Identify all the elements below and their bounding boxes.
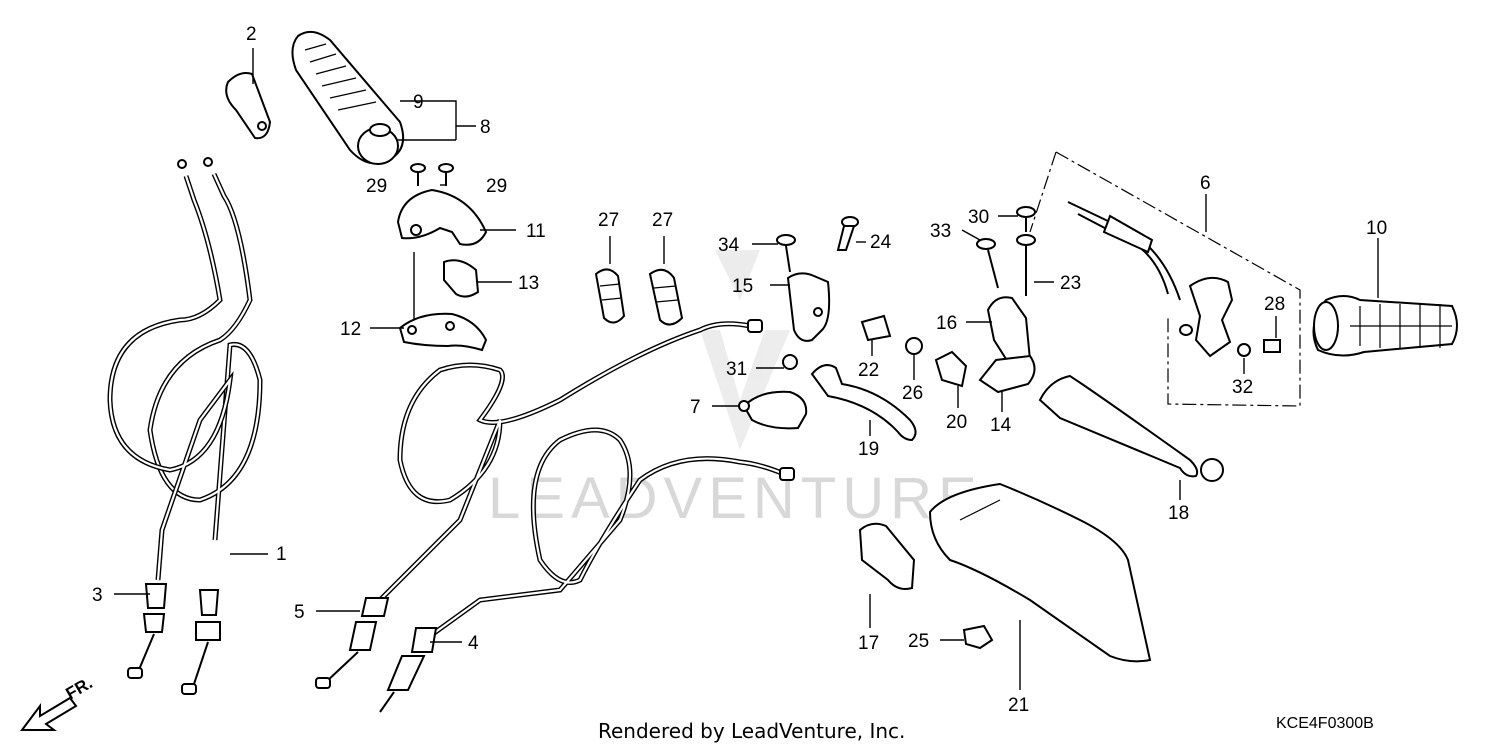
- render-credit: Rendered by LeadVenture, Inc.: [598, 719, 905, 743]
- part-27-clamp-right: [648, 268, 684, 326]
- part-3-throttle-cable: [107, 159, 234, 679]
- part-32-washer: [1237, 343, 1251, 357]
- callout-12: 12: [340, 319, 361, 340]
- callout-29b: 29: [486, 176, 507, 197]
- callout-33: 33: [930, 221, 951, 242]
- leader-lines: [114, 48, 1379, 690]
- part-14-housing: [978, 354, 1036, 394]
- part-29-screw-right: [438, 163, 454, 186]
- part-13-insert: [443, 259, 480, 298]
- part-12-lower-housing: [398, 312, 488, 352]
- callout-1: 1: [276, 544, 287, 565]
- callout-15: 15: [732, 276, 753, 297]
- callout-8: 8: [480, 117, 491, 138]
- part-23-bolt: [1016, 234, 1036, 296]
- part-20-bracket: [934, 350, 968, 388]
- part-6-switch-assembly: [1029, 151, 1301, 407]
- callout-7: 7: [690, 397, 701, 418]
- part-2-cover: [225, 72, 272, 140]
- part-7-switch: [738, 390, 808, 430]
- part-10-grip: [1312, 295, 1458, 357]
- callout-17: 17: [858, 633, 879, 654]
- part-27-clamp-left: [594, 268, 626, 324]
- callout-10: 10: [1366, 218, 1387, 239]
- part-34-bolt: [776, 234, 796, 273]
- callout-6: 6: [1200, 173, 1211, 194]
- part-33-bolt: [976, 238, 999, 289]
- callout-14: 14: [990, 415, 1012, 436]
- part-4-cable: [379, 427, 795, 713]
- callout-26: 26: [902, 383, 923, 404]
- callout-30: 30: [968, 207, 989, 228]
- callout-31: 31: [726, 359, 747, 380]
- callout-labels: 1 2 3 4 5 6 7 8 9 10 11 12 13 14 15 16 1…: [92, 24, 1387, 716]
- watermark-text: LEADVENTURE: [488, 466, 983, 531]
- callout-4: 4: [468, 633, 479, 654]
- callout-25: 25: [908, 631, 929, 652]
- part-30-bolt: [1016, 206, 1036, 232]
- part-22-adjuster: [860, 314, 892, 342]
- part-24-bolt: [836, 216, 859, 251]
- part-17-guard-bracket: [858, 522, 916, 590]
- callout-27a: 27: [598, 210, 619, 231]
- callout-9: 9: [413, 92, 424, 113]
- watermark-logo: [700, 250, 790, 450]
- part-28-screw: [1263, 339, 1281, 353]
- diagram-code: KCE4F0300B: [1276, 715, 1374, 732]
- part-29-screw-left: [410, 163, 426, 186]
- callout-34: 34: [718, 235, 740, 256]
- callout-2: 2: [246, 24, 257, 45]
- callout-29a: 29: [366, 176, 387, 197]
- callout-28: 28: [1264, 294, 1285, 315]
- callout-5: 5: [294, 602, 305, 623]
- callout-22: 22: [858, 360, 879, 381]
- part-21-hand-guard: [928, 482, 1152, 663]
- callout-24: 24: [870, 232, 892, 253]
- callout-27b: 27: [652, 210, 673, 231]
- part-25-nut: [962, 624, 994, 650]
- front-direction-arrow: FR.: [20, 673, 96, 731]
- part-26-nut: [905, 337, 923, 355]
- part-15-lever-holder: [786, 272, 831, 342]
- callout-20: 20: [946, 412, 967, 433]
- callout-18: 18: [1168, 503, 1189, 524]
- part-5-clutch-cable: [315, 319, 763, 689]
- part-16-lever-bracket: [986, 296, 1032, 367]
- part-19-lever: [810, 364, 917, 442]
- part-1-throttle-cable: [147, 157, 263, 695]
- callout-19: 19: [858, 439, 879, 460]
- callout-21: 21: [1008, 695, 1029, 716]
- callout-23: 23: [1060, 273, 1081, 294]
- part-11-upper-housing: [396, 188, 488, 246]
- callout-32: 32: [1232, 377, 1253, 398]
- part-31-nut: [782, 354, 798, 370]
- part-18-lever: [1038, 374, 1224, 482]
- callout-16: 16: [936, 313, 957, 334]
- callout-13: 13: [518, 273, 539, 294]
- callout-11: 11: [526, 221, 546, 242]
- part-9-throttle-grip: [291, 30, 404, 165]
- callout-3: 3: [92, 585, 103, 606]
